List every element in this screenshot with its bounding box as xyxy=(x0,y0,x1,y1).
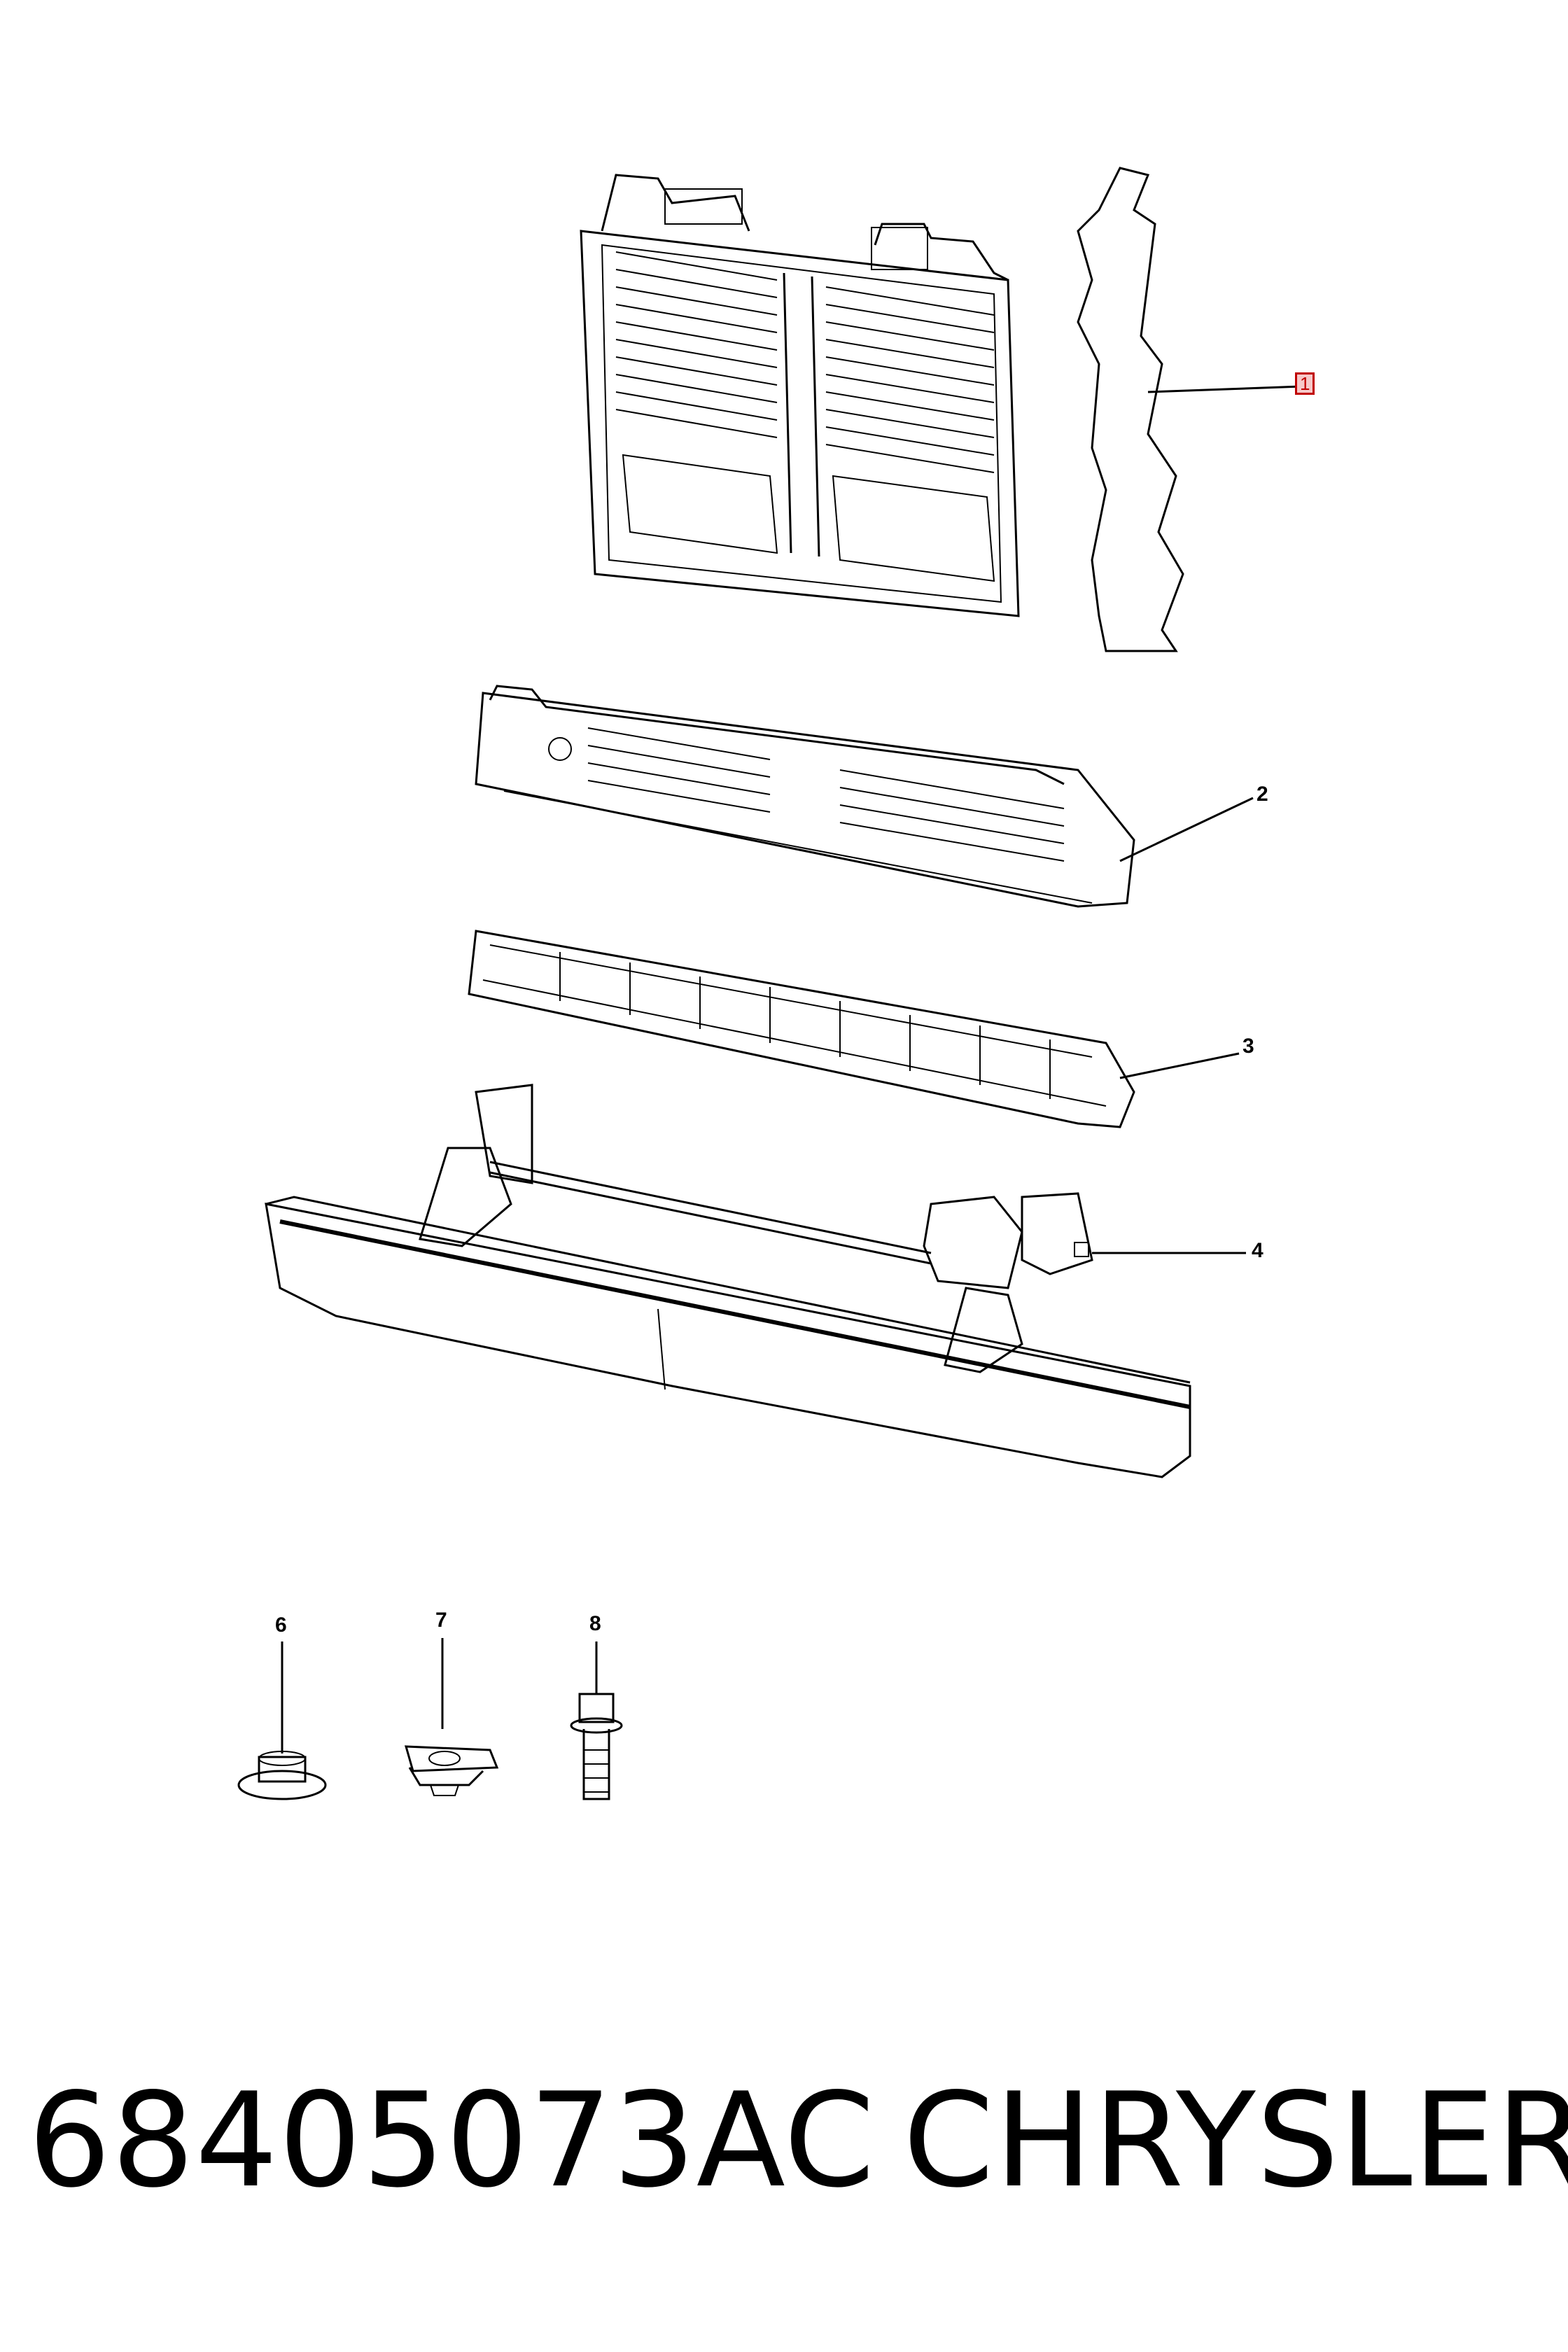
part-number: 68405073AC xyxy=(28,2064,876,2216)
callout-1: 1 xyxy=(1295,372,1315,395)
callout-2: 2 xyxy=(1256,783,1268,806)
callout-6: 6 xyxy=(275,1614,287,1637)
part-8-flange-bolt xyxy=(570,1642,623,1800)
brand-name: CHRYSLER xyxy=(903,2064,1568,2216)
callout-8: 8 xyxy=(589,1612,601,1635)
callout-3: 3 xyxy=(1242,1035,1254,1058)
part-3-lower-carrier xyxy=(468,930,1240,1128)
part-4-actuator-assembly xyxy=(265,1084,1246,1478)
part-1-shutter-assembly xyxy=(580,167,1303,652)
part-7-clip-nut xyxy=(404,1638,499,1796)
callout-4: 4 xyxy=(1252,1239,1264,1262)
part-6-flange-nut xyxy=(237,1642,327,1800)
part-2-shutter-carrier xyxy=(475,685,1254,908)
callout-7: 7 xyxy=(435,1609,447,1632)
